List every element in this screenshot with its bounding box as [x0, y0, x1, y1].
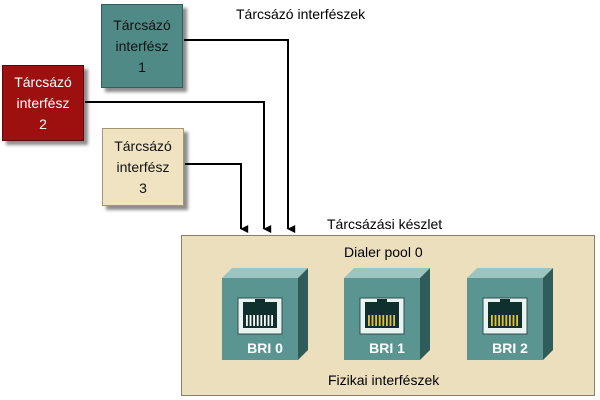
dialer-pool-label: Dialer pool 0: [344, 244, 423, 260]
bri-port-2-label: BRI 2: [492, 340, 528, 356]
dialer-interface-2: Tárcsázó interfész 2: [2, 65, 84, 141]
dialer-interface-1-line1: Tárcsázó: [113, 16, 171, 33]
bri-port-2: BRI 2: [467, 268, 553, 360]
dialer-interface-1-line2: interfész: [115, 37, 169, 54]
dialer-interface-2-number: 2: [39, 115, 47, 132]
rj-jack-icon: [344, 268, 430, 360]
dialer-interface-3-number: 3: [139, 179, 147, 196]
rj-jack-icon: [467, 268, 553, 360]
dialer-interface-2-line1: Tárcsázó: [14, 73, 72, 90]
connector-interface-2: [85, 101, 272, 233]
connector-interface-3: [185, 163, 249, 233]
dialer-interface-3-line2: interfész: [116, 158, 170, 175]
rj-jack-icon: [222, 268, 308, 360]
dialer-interface-1: Tárcsázó interfész 1: [101, 4, 183, 88]
bri-port-1: BRI 1: [344, 268, 430, 360]
bri-port-1-label: BRI 1: [369, 340, 405, 356]
dialer-interface-3-line1: Tárcsázó: [114, 137, 172, 154]
dialer-interfaces-title: Tárcsázó interfészek: [236, 6, 366, 22]
physical-interfaces-label: Fizikai interfészek: [328, 372, 440, 388]
bri-port-0-label: BRI 0: [247, 340, 283, 356]
dialer-interface-2-line2: interfész: [16, 94, 70, 111]
connector-interface-1: [184, 39, 296, 233]
dialer-interface-3: Tárcsázó interfész 3: [102, 128, 184, 206]
dial-pool-title: Tárcsázási készlet: [327, 216, 443, 232]
bri-port-0: BRI 0: [222, 268, 308, 360]
dialer-interface-1-number: 1: [138, 58, 146, 75]
